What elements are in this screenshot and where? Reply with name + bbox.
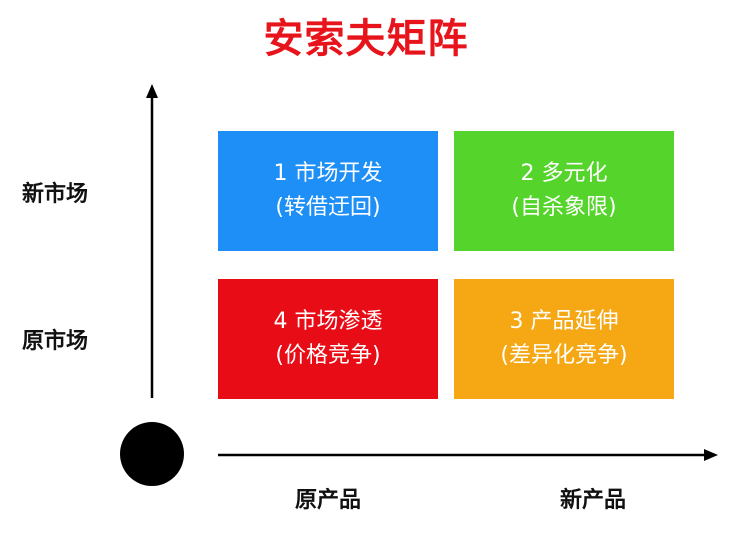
quadrant-market-development: 1 市场开发 (转借迂回) bbox=[218, 131, 438, 251]
col-label-new-product: 新产品 bbox=[559, 488, 626, 513]
quadrant-subtitle: (差异化竞争) bbox=[500, 343, 628, 368]
quadrant-market-penetration: 4 市场渗透 (价格竞争) bbox=[218, 279, 438, 399]
y-axis-arrow-icon bbox=[146, 84, 158, 98]
quadrant-subtitle: (自杀象限) bbox=[511, 195, 617, 220]
page-title: 安索夫矩阵 bbox=[263, 16, 469, 62]
quadrant-title: 3 产品延伸 bbox=[509, 309, 619, 334]
quadrant-subtitle: (转借迂回) bbox=[275, 195, 381, 220]
x-axis-arrow-icon bbox=[704, 449, 718, 461]
quadrant-product-development: 3 产品延伸 (差异化竞争) bbox=[454, 279, 674, 399]
origin-dot bbox=[120, 422, 184, 486]
col-label-existing-product: 原产品 bbox=[294, 488, 361, 513]
quadrant-title: 1 市场开发 bbox=[273, 161, 383, 186]
quadrant-title: 4 市场渗透 bbox=[273, 309, 383, 334]
quadrant-title: 2 多元化 bbox=[520, 161, 608, 186]
quadrant-diversification: 2 多元化 (自杀象限) bbox=[454, 131, 674, 251]
quadrant-subtitle: (价格竞争) bbox=[275, 343, 381, 368]
row-label-new-market: 新市场 bbox=[22, 182, 89, 207]
row-label-existing-market: 原市场 bbox=[22, 329, 89, 354]
